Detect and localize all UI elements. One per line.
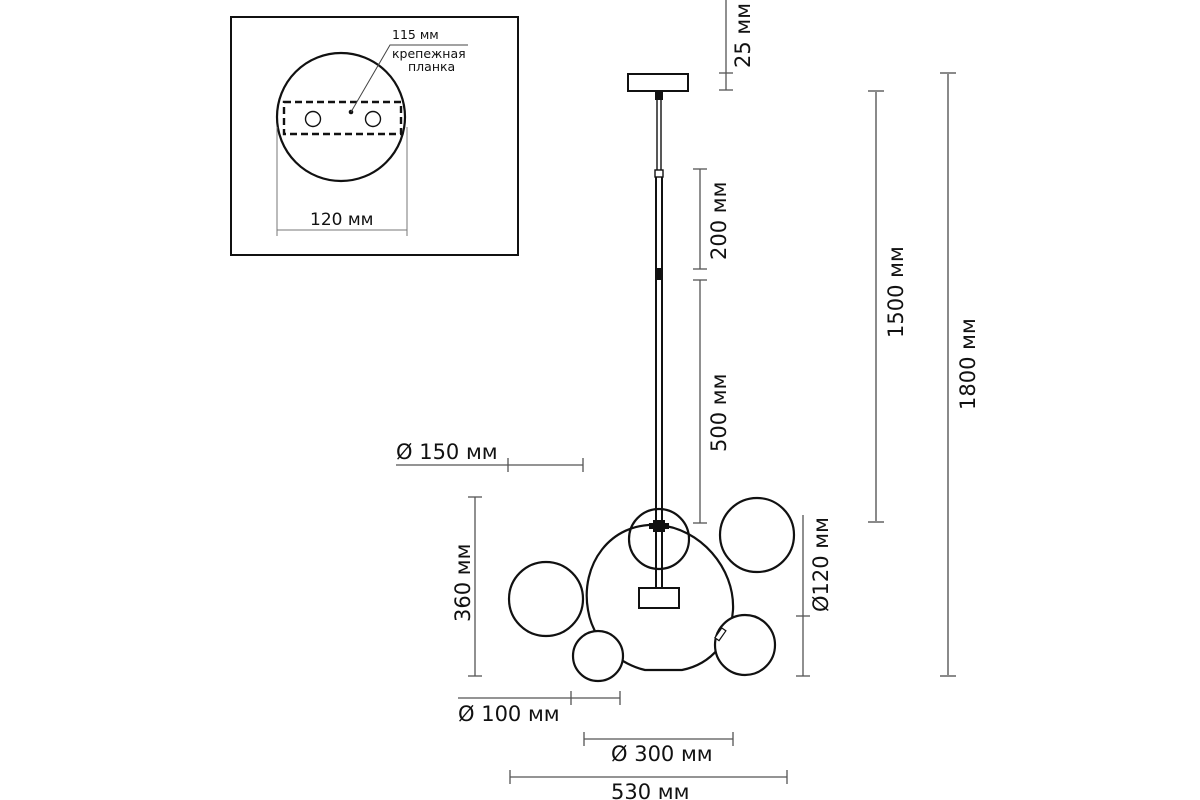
cross-fitting-h — [649, 523, 669, 529]
dimension-sphere-120: Ø120 мм — [796, 515, 833, 677]
sphere-left — [507, 560, 585, 638]
dimension-canopy: 25 мм — [719, 0, 755, 91]
dimension-sphere-100: Ø 100 мм — [458, 691, 621, 726]
overall-max-label: 1800 мм — [956, 318, 980, 410]
sphere-150-label: Ø 150 мм — [396, 440, 498, 464]
total-width-label: 530 мм — [611, 780, 689, 800]
rod-upper-label: 200 мм — [707, 182, 731, 260]
sphere-300-label: Ø 300 мм — [611, 742, 713, 766]
plate-label-line1: крепежная — [392, 46, 466, 61]
sphere-120-label: Ø120 мм — [809, 517, 833, 612]
rod-joint — [655, 268, 663, 280]
screw-hole-left — [304, 110, 322, 128]
dimension-rod-lower: 500 мм — [693, 279, 731, 524]
dimension-overall-min: 1500 мм — [868, 90, 908, 523]
dimension-rod-upper: 200 мм — [693, 168, 731, 270]
sphere-top — [627, 507, 691, 571]
sphere-lower-right — [713, 613, 777, 677]
dimension-overall-max: 1800 мм — [940, 72, 980, 677]
inset-panel: 115 мм крепежная планка 120 мм — [230, 16, 519, 256]
lamp-holder — [638, 587, 680, 609]
sphere-lower-left — [571, 629, 625, 683]
canopy-height-label: 25 мм — [731, 3, 755, 68]
canopy-fitting — [655, 91, 663, 100]
dimension-sphere-300: Ø 300 мм — [583, 732, 734, 766]
inset-frame — [230, 16, 519, 256]
mounting-plate — [282, 100, 403, 136]
leader-line — [350, 44, 468, 113]
inset-width-label: 120 мм — [310, 210, 374, 230]
canopy-top-view — [275, 51, 407, 183]
lamp — [507, 73, 796, 683]
dimension-sphere-150: Ø 150 мм — [396, 440, 584, 472]
overall-min-label: 1500 мм — [884, 246, 908, 338]
screw-hole-right — [364, 110, 382, 128]
rod-coupler — [654, 169, 664, 178]
dimension-total-width: 530 мм — [509, 770, 788, 800]
leader-label: 115 мм — [392, 27, 439, 42]
body-height-label: 360 мм — [451, 544, 475, 622]
rod-lower-label: 500 мм — [707, 374, 731, 452]
sphere-100-label: Ø 100 мм — [458, 702, 560, 726]
sphere-upper-right — [718, 496, 796, 574]
canopy — [627, 73, 689, 92]
dimension-body-height: 360 мм — [451, 496, 482, 677]
plate-label-line2: планка — [408, 59, 455, 74]
sphere-clip — [714, 627, 727, 642]
